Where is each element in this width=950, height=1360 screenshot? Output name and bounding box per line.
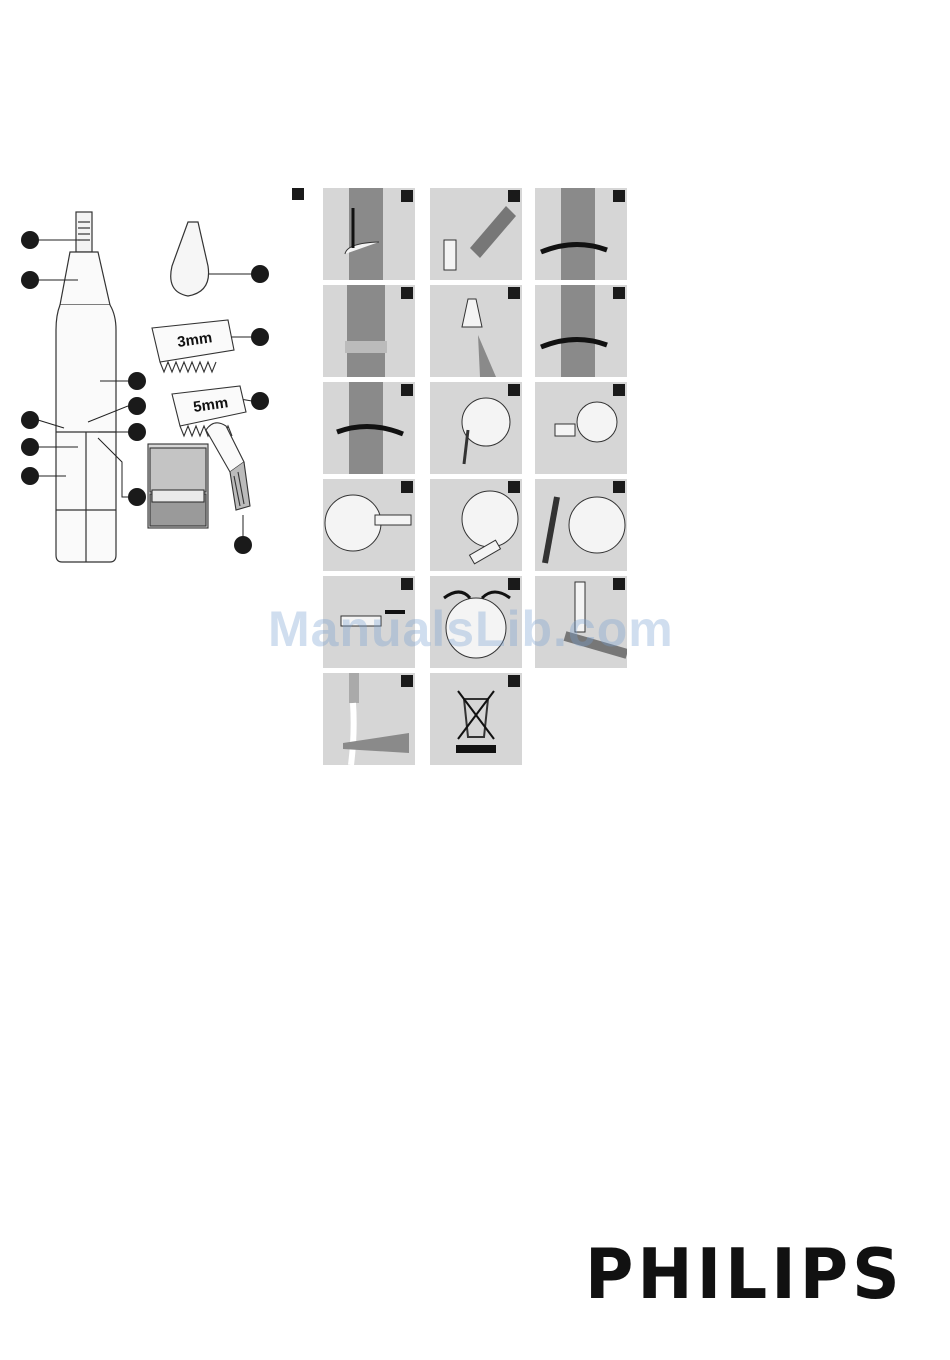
illustration-panel	[535, 188, 627, 280]
illustration-panel	[430, 188, 522, 280]
illustration-panel	[535, 382, 627, 474]
illustration-panel	[430, 382, 522, 474]
illustration-panel	[323, 188, 415, 280]
cleaning-brush	[206, 423, 250, 510]
product-overview-diagram: 3mm 5mm	[0, 200, 300, 580]
weee-symbol-panel	[430, 673, 522, 765]
illustration-panel	[535, 479, 627, 571]
nose-trimmer-cap	[171, 222, 209, 296]
illustration-panel	[430, 285, 522, 377]
illustration-panel	[323, 673, 415, 765]
illustration-panel	[430, 479, 522, 571]
trimmer-body	[56, 212, 116, 562]
illustration-panel	[323, 285, 415, 377]
philips-logo: PHILIPS	[585, 1234, 904, 1315]
illustration-panel	[535, 285, 627, 377]
section-marker	[292, 188, 304, 200]
illustration-panel	[323, 479, 415, 571]
watermark: ManualsLib.com	[268, 600, 674, 658]
illustration-panel	[323, 382, 415, 474]
detail-inset	[148, 444, 208, 528]
